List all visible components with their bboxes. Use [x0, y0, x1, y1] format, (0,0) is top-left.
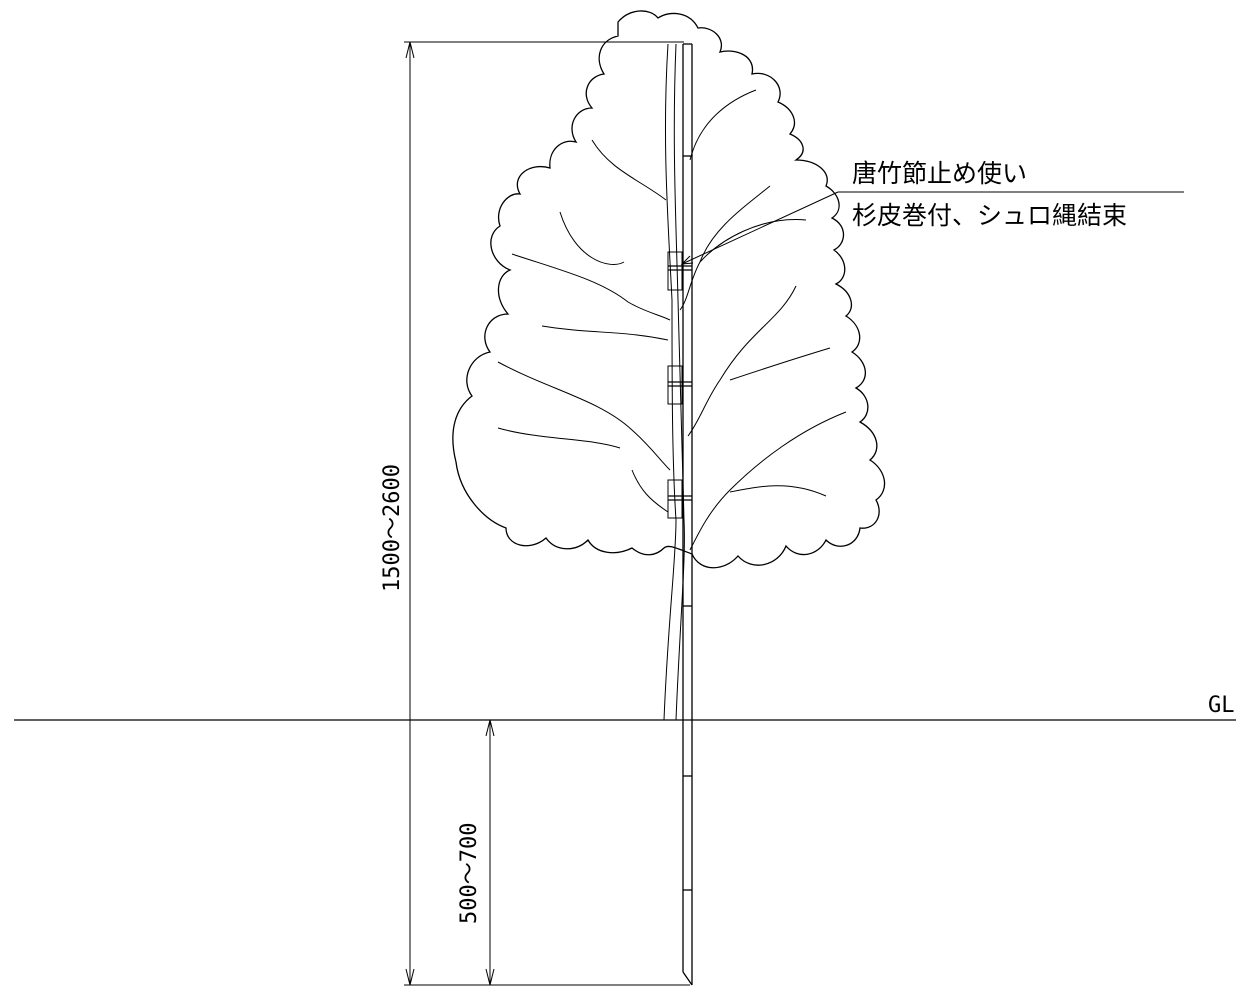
ground-label: GL	[1208, 693, 1235, 718]
leaf-vein	[591, 139, 667, 201]
dimension-label-height: 1500〜2600	[380, 464, 405, 592]
leader-arrowhead	[680, 255, 694, 265]
leaf-vein	[729, 347, 831, 381]
leaf-vein	[511, 253, 671, 321]
leaf-vein	[679, 219, 807, 311]
leaf-vein	[699, 185, 771, 263]
binding-wrap	[667, 479, 692, 519]
bamboo-nodes	[683, 155, 692, 891]
leaf-vein	[559, 211, 625, 265]
annotation-line-1: 唐竹節止め使い	[852, 159, 1027, 188]
leaf-vein	[497, 361, 671, 471]
dimension-arrow-depth-bottom	[485, 968, 495, 986]
leaf-vein	[497, 427, 621, 449]
leaf-vein	[689, 411, 847, 551]
leaf-vein	[689, 89, 757, 161]
tree-canopy	[452, 10, 886, 569]
tree-trunk	[663, 43, 677, 721]
annotation-line-2: 杉皮巻付、シュロ縄結束	[852, 201, 1127, 230]
binding-wrap	[667, 251, 692, 291]
dimension-arrow-bottom	[405, 968, 415, 986]
dimension-arrow-top	[405, 41, 415, 59]
dimension-label-depth: 500〜700	[457, 823, 482, 924]
leaf-vein	[541, 325, 669, 341]
dimension-arrow-depth-top	[485, 719, 495, 737]
leader-line	[681, 191, 839, 265]
leaf-vein	[631, 469, 669, 513]
leaf-vein	[729, 485, 827, 497]
bamboo-stake-tip	[682, 971, 693, 986]
leaf-vein	[687, 285, 797, 437]
binding-wrap	[667, 365, 692, 405]
